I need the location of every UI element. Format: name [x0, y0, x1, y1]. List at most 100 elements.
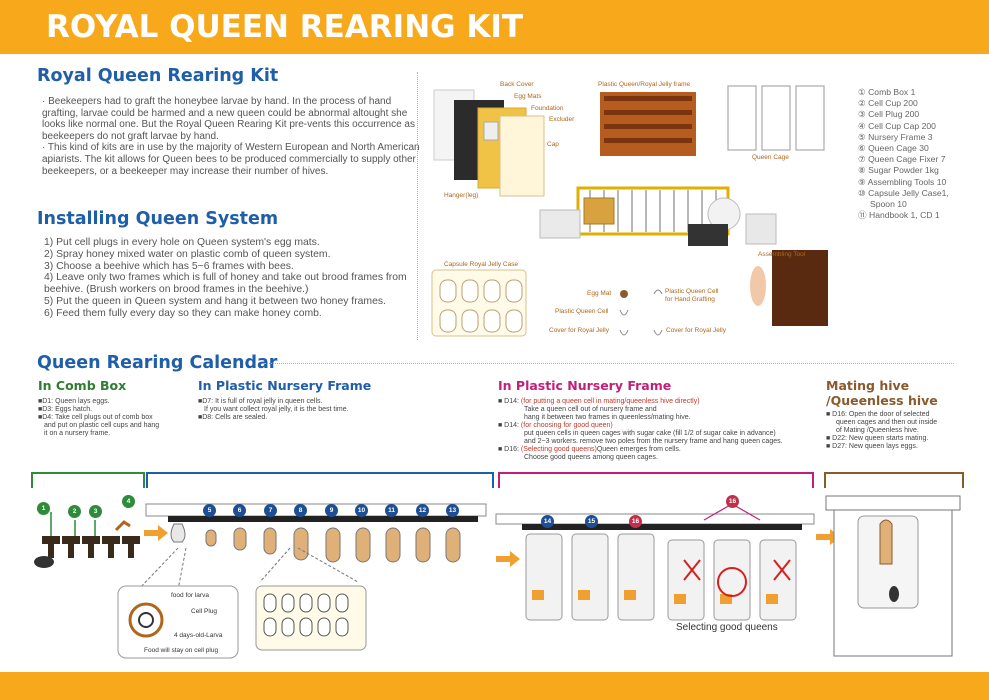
label-cover-royal-jelly: Cover for Royal Jelly: [666, 327, 726, 334]
day-marker: 14: [541, 515, 554, 528]
note-text: Queen emerges from cells.: [596, 446, 681, 453]
label-foundation: Foundation: [531, 105, 564, 112]
parts-list-item: ④ Cell Cup Cap 200: [858, 120, 936, 131]
note-day: ■ D14:: [498, 398, 519, 405]
install-step: 3) Choose a beehive which has 5~6 frames…: [44, 260, 294, 272]
calendar-heading: Queen Rearing Calendar: [37, 353, 278, 373]
parts-list-item: ① Comb Box 1: [858, 87, 916, 97]
install-step: 1) Put cell plugs in every hole on Queen…: [44, 237, 320, 248]
install-heading: Installing Queen System: [37, 209, 279, 229]
note-line: put queen cells in queen cages with suga…: [524, 430, 776, 437]
day-marker: 3: [89, 505, 102, 518]
nursery-frame-2-title: In Plastic Nursery Frame: [498, 378, 672, 393]
parts-list-item: ⑥ Queen Cage 30: [858, 143, 929, 154]
kit-components-illustration: [428, 74, 838, 344]
day-marker: 6: [233, 504, 246, 517]
note-line: ■ D22: New queen starts mating.: [826, 435, 929, 442]
comb-box-title: In Comb Box: [38, 378, 127, 393]
parts-list-item: ⑦ Queen Cage Fixer 7: [858, 154, 946, 165]
install-steps: 1) Put cell plugs in every hole on Queen…: [44, 237, 416, 320]
mating-hive-bracket: [824, 472, 964, 488]
note-line: ■D1: Queen lays eggs.: [38, 398, 110, 405]
note-line: Take a queen cell out of nursery frame a…: [524, 406, 657, 413]
install-step: 2) Spray honey mixed water on plastic co…: [44, 248, 331, 260]
note-line: Choose good queens among queen cages.: [524, 454, 658, 461]
note-condition: (for putting a queen cell in mating/quee…: [520, 398, 700, 405]
label-plastic-queen-cell: Plastic Queen Cell: [555, 308, 609, 315]
label-queen-cage: Queen Cage: [752, 154, 789, 161]
day-marker: 16: [726, 495, 739, 508]
parts-list: ① Comb Box 1 ② Cell Cup 200 ③ Cell Plug …: [858, 87, 983, 221]
calendar-divider: [264, 363, 954, 364]
comb-box-notes: ■D1: Queen lays eggs. ■D3: Eggs hatch. ■…: [38, 398, 188, 438]
label-plastic-queen-cell-grafting: Plastic Queen Cell for Hand Grafting: [665, 288, 719, 303]
note-day: ■ D16:: [498, 446, 519, 453]
label-plastic-frame: Plastic Queen/Royal Jelly frame: [598, 81, 691, 88]
kit-components-graphic: [431, 85, 828, 337]
install-step: 5) Put the queen in Queen system and han…: [44, 295, 386, 307]
label-capsule-case: Capsule Royal Jelly Case: [444, 261, 519, 268]
day-marker: 7: [264, 504, 277, 517]
kit-paragraph: · Beekeepers had to graft the honeybee l…: [42, 96, 415, 142]
day-marker: 1: [37, 502, 50, 515]
nursery-frame-2-notes: ■ D14: (for putting a queen cell in mati…: [498, 398, 798, 462]
process-illustration: [34, 495, 961, 659]
day-marker: 2: [68, 505, 81, 518]
mating-hive-title: Mating hive /Queenless hive: [826, 378, 938, 408]
selecting-caption: Selecting good queens: [676, 622, 778, 633]
larva-label: 4 days-old-Larva: [174, 632, 223, 639]
note-line: of Mating /Queenless hive.: [836, 427, 919, 434]
parts-list-item: ⑪ Handbook 1, CD 1: [858, 210, 940, 221]
parts-list-item: ⑧ Sugar Powder 1kg: [858, 165, 939, 176]
nursery-frame-bracket: [146, 472, 494, 488]
parts-list-item: ② Cell Cup 200: [858, 98, 918, 109]
mating-hive-title-line: Mating hive: [826, 378, 910, 393]
label-hanger: Hanger(leg): [444, 192, 479, 199]
install-step: 4) Leave only two frames which is full o…: [44, 272, 407, 296]
kit-heading: Royal Queen Rearing Kit: [37, 66, 279, 86]
note-line: and 2~3 workers. remove two poles from t…: [524, 438, 783, 445]
day-marker: 4: [122, 495, 135, 508]
section-divider: [417, 72, 418, 340]
day-marker: 5: [203, 504, 216, 517]
install-step: 6) Feed them fully every day so they can…: [44, 307, 322, 319]
note-line: ■D4: Take cell plugs out of comb box: [38, 414, 153, 421]
comb-box-bracket: [31, 472, 145, 488]
mating-hive-notes: ■ D16: Open the door of selected queen c…: [826, 411, 976, 451]
note-line: ■ D16: (Selecting good queens)Queen emer…: [498, 446, 798, 454]
day-marker: 15: [585, 515, 598, 528]
day-marker: 8: [294, 504, 307, 517]
kit-description: · Beekeepers had to graft the honeybee l…: [42, 96, 420, 177]
day-marker: 9: [325, 504, 338, 517]
mating-hive-title-line: /Queenless hive: [826, 393, 938, 408]
label-cap: Cap: [547, 141, 559, 148]
nursery-frame-2-bracket: [498, 472, 814, 488]
day-marker: 11: [385, 504, 398, 517]
parts-list-item: ⑩ Capsule Jelly Case1,: [858, 187, 949, 198]
day-marker: 12: [416, 504, 429, 517]
kit-paragraph: · This kind of kits are in use by the ma…: [42, 142, 420, 177]
note-line: ■ D14: (for putting a queen cell in mati…: [498, 398, 798, 406]
top-banner: [0, 0, 989, 54]
note-line: queen cages and then out inside: [836, 419, 938, 426]
parts-list-item: ③ Cell Plug 200: [858, 109, 920, 120]
stay-label: Food will stay on cell plug: [144, 647, 219, 654]
note-line: it on a nursery frame.: [44, 430, 111, 437]
label-egg-mats: Egg Mats: [514, 93, 542, 100]
parts-list-item: Spoon 10: [870, 199, 907, 210]
parts-list-item: ⑨ Assembling Tools 10: [858, 176, 947, 187]
note-line: ■D7: It is full of royal jelly in queen …: [198, 398, 323, 405]
note-condition: (for choosing for good queen): [520, 422, 613, 429]
note-line: and put on plastic cell cups and hang: [44, 422, 160, 429]
note-day: ■ D14:: [498, 422, 519, 429]
label-assembling-tool: Assembling Tool: [758, 251, 806, 258]
label-cover-royal-jelly: Cover for Royal Jelly: [549, 327, 609, 334]
plug-label: Cell Plug: [191, 608, 218, 615]
note-line: ■D8: Cells are sealed.: [198, 414, 268, 421]
day-marker: 16: [629, 515, 642, 528]
note-condition: (Selecting good queens): [520, 446, 597, 453]
day-marker: 10: [355, 504, 368, 517]
label-excluder: Excluder: [549, 116, 575, 123]
nursery-frame-title: In Plastic Nursery Frame: [198, 378, 372, 393]
note-line: If you want collect royal jelly, it is t…: [204, 406, 349, 413]
